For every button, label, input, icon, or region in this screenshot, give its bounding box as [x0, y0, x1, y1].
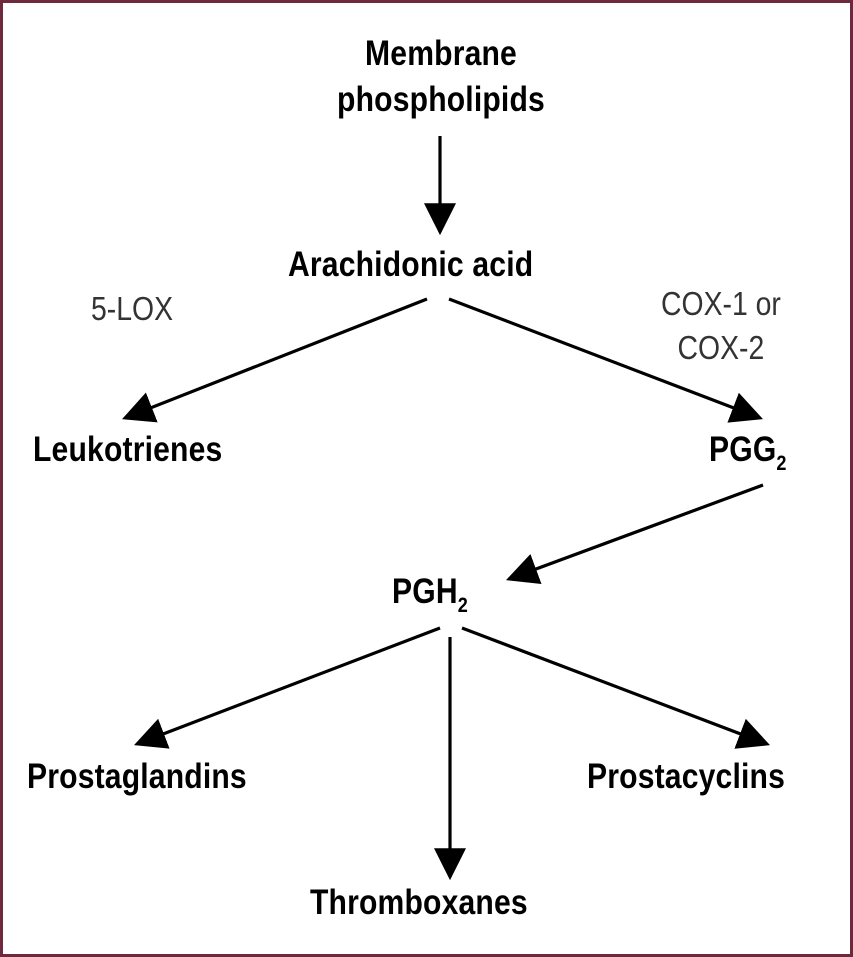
node-pgh2: PGH2 [392, 569, 468, 620]
node-pgg2: PGG2 [709, 427, 787, 478]
arrows-layer [122, 136, 770, 881]
pgg-base: PGG [709, 430, 777, 469]
node-leukotrienes: Leukotrienes [33, 430, 223, 469]
node-membrane-phospholipids: Membrane phospholipids [322, 31, 559, 123]
node-thromboxanes: Thromboxanes [310, 883, 528, 922]
pgh-base: PGH [392, 572, 458, 611]
pgg-subscript: 2 [776, 452, 787, 475]
membrane-line1: Membrane [365, 34, 517, 73]
enzyme-cox: COX-1 or COX-2 [661, 282, 781, 370]
node-prostacyclins: Prostacyclins [587, 757, 786, 796]
node-arachidonic-acid: Arachidonic acid [288, 245, 534, 284]
arrow-pgh2-to-prostacyclins [461, 626, 770, 749]
arrow-pgg2-to-pgh2 [505, 483, 764, 585]
arrow-pgh2-to-prostaglandins [134, 626, 441, 749]
node-prostaglandins: Prostaglandins [27, 757, 247, 796]
arrow-arachidonic-to-pgg2 [448, 297, 763, 423]
enzyme-cox-line1: COX-1 or [661, 285, 781, 322]
membrane-line2: phospholipids [337, 80, 545, 119]
enzyme-5-lox: 5-LOX [91, 290, 174, 327]
pgh-subscript: 2 [457, 594, 468, 617]
enzyme-cox-line2: COX-2 [677, 329, 765, 366]
arrow-arachidonic-to-leukotrienes [122, 297, 428, 423]
